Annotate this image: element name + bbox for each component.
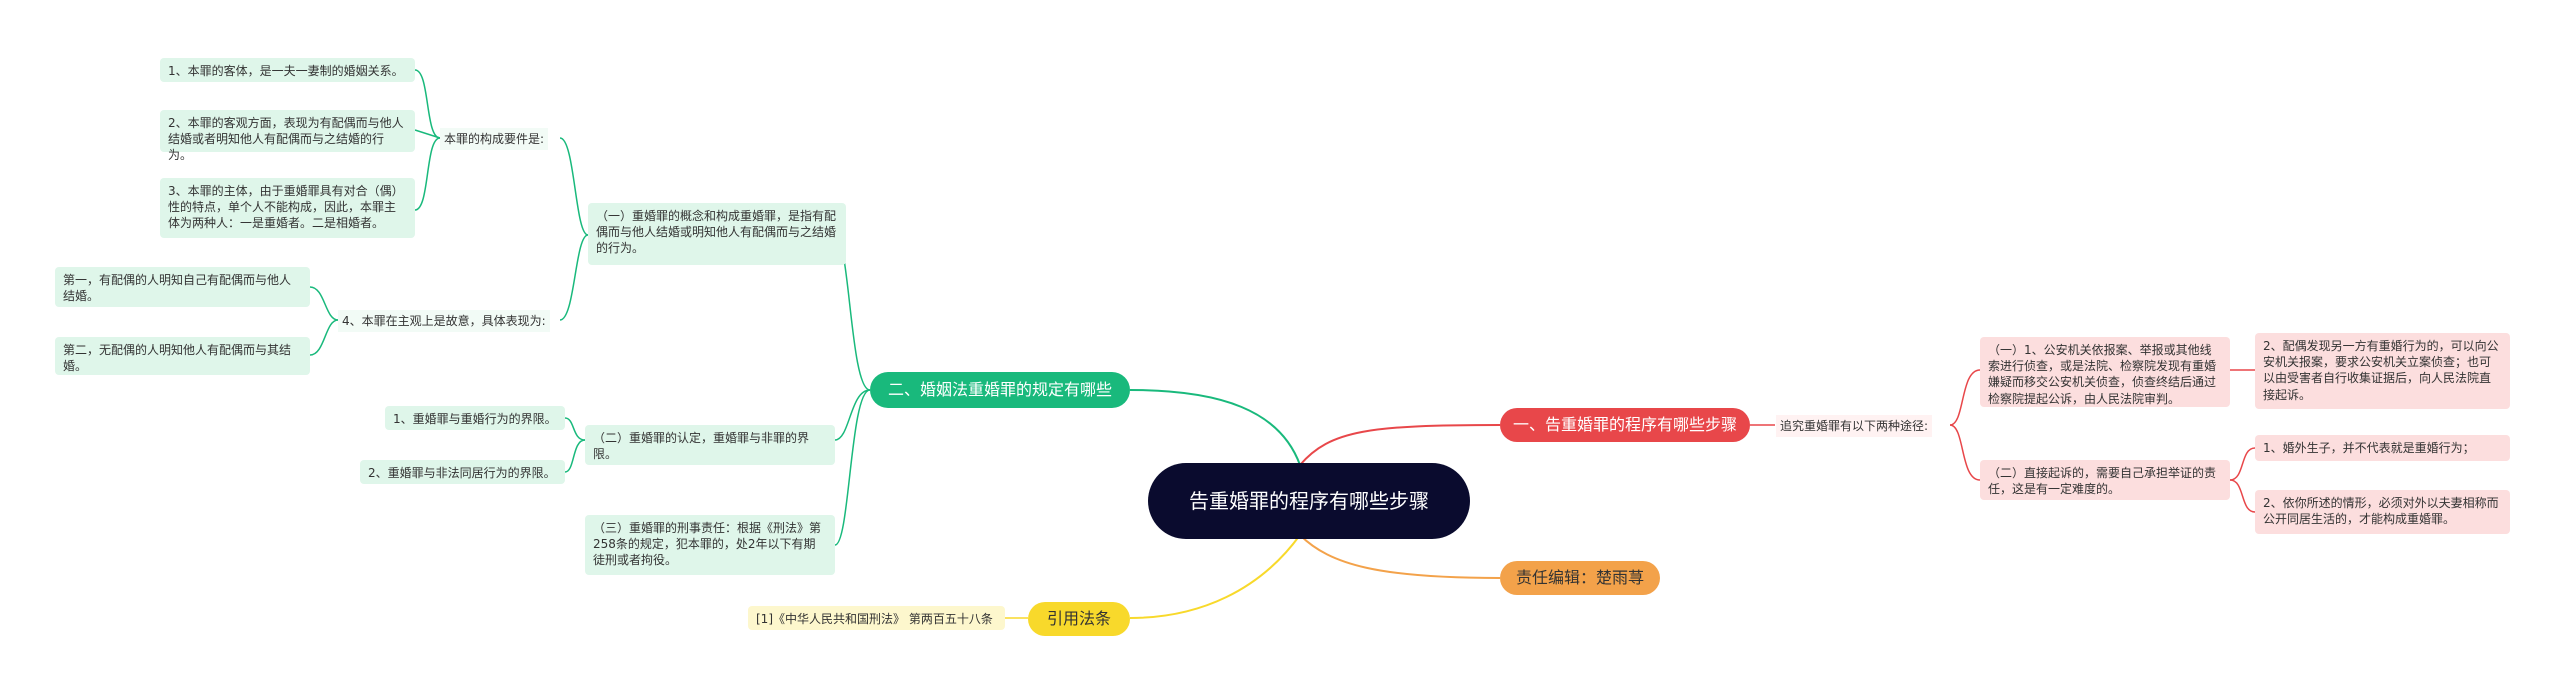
root-topic[interactable]: 告重婚罪的程序有哪些步骤	[1148, 463, 1470, 539]
law-element-3[interactable]: 3、本罪的主体，由于重婚罪具有对合（偶）性的特点，单个人不能构成，因此，本罪主体…	[160, 178, 415, 238]
law-determination[interactable]: （二）重婚罪的认定，重婚罪与非罪的界限。	[585, 425, 835, 465]
procedure-item-1-detail[interactable]: 2、配偶发现另一方有重婚行为的，可以向公安机关报案，要求公安机关立案侦查；也可以…	[2255, 333, 2510, 409]
branch-marriage-law[interactable]: 二、婚姻法重婚罪的规定有哪些	[870, 372, 1130, 408]
law-concept[interactable]: （一）重婚罪的概念和构成重婚罪，是指有配偶而与他人结婚或明知他人有配偶而与之结婚…	[588, 203, 846, 265]
cited-law-item[interactable]: [1]《中华人民共和国刑法》 第两百五十八条	[748, 606, 1005, 630]
procedure-item-1[interactable]: （一）1、公安机关依报案、举报或其他线索进行侦查，或是法院、检察院发现有重婚嫌疑…	[1980, 337, 2230, 407]
procedure-subtopic[interactable]: 追究重婚罪有以下两种途径:	[1776, 415, 1933, 438]
procedure-item-2-detail-1[interactable]: 1、婚外生子，并不代表就是重婚行为；	[2255, 435, 2510, 461]
branch-cited-law[interactable]: 引用法条	[1028, 602, 1130, 636]
law-element-1[interactable]: 1、本罪的客体，是一夫一妻制的婚姻关系。	[160, 58, 415, 82]
law-determination-2[interactable]: 2、重婚罪与非法同居行为的界限。	[360, 460, 565, 484]
law-element-2[interactable]: 2、本罪的客观方面，表现为有配偶而与他人结婚或者明知他人有配偶而与之结婚的行为。	[160, 110, 415, 162]
law-liability[interactable]: （三）重婚罪的刑事责任：根据《刑法》第258条的规定，犯本罪的，处2年以下有期徒…	[585, 515, 835, 575]
law-intent-2[interactable]: 第二，无配偶的人明知他人有配偶而与其结婚。	[55, 337, 310, 375]
law-intent-1[interactable]: 第一，有配偶的人明知自己有配偶而与他人结婚。	[55, 267, 310, 307]
procedure-item-2[interactable]: （二）直接起诉的，需要自己承担举证的责任，这是有一定难度的。	[1980, 460, 2230, 500]
branch-editor[interactable]: 责任编辑：楚雨荨	[1500, 561, 1660, 595]
law-intent-label[interactable]: 4、本罪在主观上是故意，具体表现为:	[338, 310, 550, 333]
procedure-item-2-detail-2[interactable]: 2、依你所述的情形，必须对外以夫妻相称而公开同居生活的，才能构成重婚罪。	[2255, 490, 2510, 534]
branch-procedure[interactable]: 一、告重婚罪的程序有哪些步骤	[1500, 408, 1750, 442]
law-determination-1[interactable]: 1、重婚罪与重婚行为的界限。	[385, 406, 565, 430]
law-elements-label[interactable]: 本罪的构成要件是:	[440, 128, 549, 151]
